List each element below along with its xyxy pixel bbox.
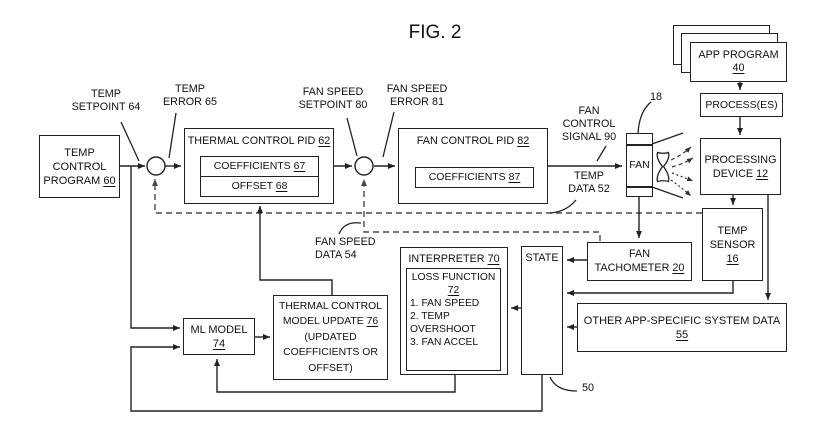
ref-18-pointer xyxy=(637,101,652,135)
signal-lines xyxy=(120,82,771,412)
box-ref-num: 16 xyxy=(726,252,739,265)
box-text-line: COEFFICIENTS OR xyxy=(283,347,378,359)
fan-speed-error-pointer xyxy=(382,111,395,158)
thermal-control-model-update-box: THERMAL CONTROL MODEL UPDATE 76 (UPDATED… xyxy=(273,295,388,380)
box-text-line: OTHER APP-SPECIFIC SYSTEM DATA xyxy=(583,314,781,327)
app-program-box: APP PROGRAM 40 xyxy=(690,42,787,82)
figure-title: FIG. 2 xyxy=(408,22,462,43)
box-title: INTERPRETER 70 xyxy=(408,253,500,265)
loss-function-title: LOSS FUNCTION xyxy=(411,272,496,283)
temp-error-pointer xyxy=(168,112,177,159)
fan-speed-data-pointer xyxy=(338,222,362,235)
fan-shroud-bottom-line xyxy=(651,186,684,199)
thermal-control-pid-box: THERMAL CONTROL PID 62 COEFFICIENTS 67 O… xyxy=(184,128,334,204)
box-text-line: CONTROL xyxy=(52,160,107,173)
feedback-dashed-lines xyxy=(152,179,702,241)
fan-ref-18-label: 18 xyxy=(650,91,663,103)
ml-model-box: ML MODEL 74 xyxy=(183,318,255,355)
interpreter-to-ml-line xyxy=(214,359,456,393)
box-text-line: OFFSET) xyxy=(308,362,353,374)
sensor-to-state-line xyxy=(567,281,734,296)
fan-duct-top-line xyxy=(626,144,653,146)
fan-control-pid-box: FAN CONTROL PID 82 COEFFICIENTS 87 xyxy=(398,128,548,204)
coefficients-row: COEFFICIENTS 87 xyxy=(428,171,521,183)
state-to-ml-line xyxy=(130,344,543,412)
fan-box: FAN xyxy=(626,133,653,197)
airflow-arrow-1 xyxy=(670,146,692,161)
loss-function-item: 3. FAN ACCEL xyxy=(410,337,479,348)
box-text-line: TACHOMETER 20 xyxy=(594,261,685,274)
loss-function-item: 1. FAN SPEED xyxy=(410,298,480,309)
box-title: FAN CONTROL PID 82 xyxy=(416,135,530,147)
setpoint-to-ml-line xyxy=(130,166,180,331)
box-title: THERMAL CONTROL PID 62 xyxy=(187,135,331,147)
box-text-line: PROCESSING xyxy=(704,153,777,166)
box-text-line: STATE xyxy=(525,252,559,264)
box-text-line: PROGRAM 60 xyxy=(43,174,116,187)
fan-control-signal-pointer xyxy=(596,145,607,162)
airflow-arrow-3 xyxy=(671,172,694,182)
interpreter-box: INTERPRETER 70 LOSS FUNCTION 72 1. FAN S… xyxy=(400,247,508,375)
box-text-line: THERMAL CONTROL xyxy=(279,300,382,312)
ref-50-pointer xyxy=(549,376,578,392)
box-ref-num: 55 xyxy=(675,328,689,341)
box-text-line: MODEL UPDATE 76 xyxy=(282,316,379,328)
temp-sensor-box: TEMP SENSOR 16 xyxy=(702,208,763,281)
other-app-specific-system-data-box: OTHER APP-SPECIFIC SYSTEM DATA 55 xyxy=(577,303,787,352)
state-box: STATE xyxy=(521,246,563,375)
box-text-line: DEVICE 12 xyxy=(712,167,769,180)
fan-speed-setpoint-pointer xyxy=(346,117,358,157)
box-text-line: ML MODEL xyxy=(190,323,248,336)
box-text-line: TEMP xyxy=(64,146,95,159)
pid-parameter-table: COEFFICIENTS 87 xyxy=(415,167,534,188)
state-ref-50-label: 50 xyxy=(582,382,595,394)
box-text-line: FAN xyxy=(629,248,650,260)
box-text-line: TEMP xyxy=(717,224,748,237)
processing-device-box: PROCESSING DEVICE 12 xyxy=(700,138,781,195)
box-text-line: PROCESS(ES) xyxy=(705,99,778,111)
box-text-line: (UPDATED xyxy=(304,331,357,343)
box-text-line: APP PROGRAM xyxy=(698,48,779,61)
fan-shroud-top-line xyxy=(651,132,684,145)
temp-setpoint-pointer xyxy=(120,121,140,162)
label-pointers xyxy=(120,101,684,392)
temp-control-program-box: TEMP CONTROL PROGRAM 60 xyxy=(39,135,120,198)
coefficients-row: COEFFICIENTS 67 xyxy=(213,160,306,172)
fan-speed-summing-junction xyxy=(354,156,374,176)
pid-parameter-table: COEFFICIENTS 67 OFFSET 68 xyxy=(200,156,319,197)
fan-blade-icon xyxy=(656,151,670,183)
airflow-arrow-4 xyxy=(670,179,692,197)
processes-box: PROCESS(ES) xyxy=(700,93,783,117)
fan-tachometer-box: FAN TACHOMETER 20 xyxy=(587,242,692,281)
loss-function-item: 2. TEMP OVERSHOOT xyxy=(410,311,476,335)
fan-duct-bottom-line xyxy=(626,186,653,188)
offset-row: OFFSET 68 xyxy=(201,176,318,196)
temp-summing-junction xyxy=(146,156,166,176)
update-to-pid-line xyxy=(257,206,333,295)
box-ref-num: 74 xyxy=(212,337,226,350)
fan-speed-data-feedback-line xyxy=(361,179,601,241)
box-ref-num: 40 xyxy=(732,62,745,74)
airflow-arrow-2 xyxy=(671,157,694,168)
loss-function-ref-num: 72 xyxy=(447,285,460,296)
loss-function-box: LOSS FUNCTION 72 1. FAN SPEED 2. TEMP OV… xyxy=(406,268,501,371)
temp-data-feedback-line xyxy=(152,179,702,214)
fan-label: FAN xyxy=(629,159,650,171)
box-text-line: SENSOR xyxy=(709,238,756,251)
airflow-arrows xyxy=(670,146,694,197)
temp-data-pointer xyxy=(549,199,577,214)
